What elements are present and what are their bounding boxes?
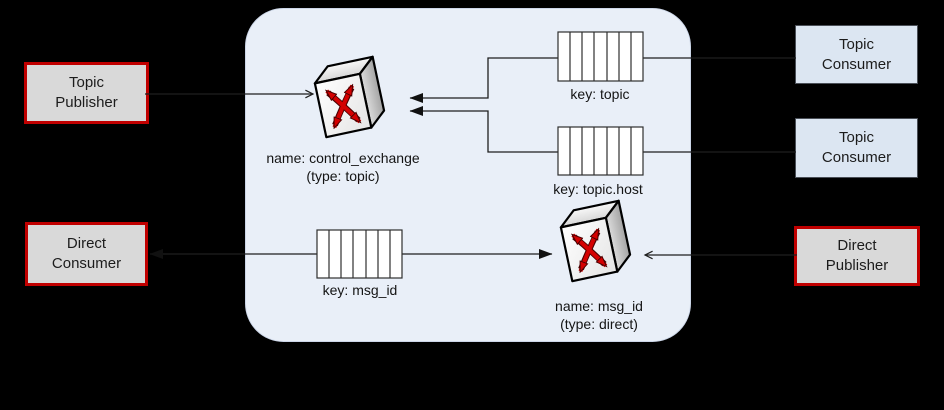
- direct-publisher-label-line2: Publisher: [825, 257, 889, 274]
- queue-topic-host-label: key: topic.host: [553, 181, 643, 197]
- direct-consumer-label-line2: Consumer: [51, 255, 122, 272]
- direct-consumer-box: Direct Consumer: [25, 222, 148, 286]
- topic-consumer-1-label-line2: Consumer: [821, 55, 892, 73]
- msg-id-exchange-name-label: name: msg_id: [555, 298, 643, 314]
- topic-consumer-1-label-line1: Topic: [838, 35, 875, 53]
- topic-publisher-box: Topic Publisher: [24, 62, 149, 124]
- edge-queuetopichost-to-controlexchange: [409, 106, 558, 153]
- control-exchange-label: name: control_exchange (type: topic): [243, 149, 443, 185]
- queue-topic-label: key: topic: [570, 86, 630, 102]
- queue-msg-id-icon: [316, 229, 403, 279]
- topic-publisher-label-line2: Publisher: [55, 94, 118, 111]
- direct-publisher-label-line1: Direct: [837, 237, 877, 254]
- topic-consumer-2-label-line1: Topic: [838, 129, 875, 146]
- queue-topic-host-icon: [557, 126, 644, 176]
- direct-publisher-box: Direct Publisher: [794, 226, 920, 286]
- topic-consumer-box-1: Topic Consumer: [795, 25, 918, 84]
- control-exchange-name-label: name: control_exchange: [266, 150, 420, 166]
- queue-topic-icon: [557, 31, 644, 82]
- msg-id-exchange-label: name: msg_id (type: direct): [499, 297, 699, 333]
- direct-consumer-label-line1: Direct: [66, 235, 107, 252]
- topic-consumer-2-label-line2: Consumer: [821, 149, 892, 166]
- control-exchange-type-label: (type: topic): [306, 168, 380, 184]
- msg-id-exchange-type-label: (type: direct): [560, 316, 638, 332]
- queue-msg-id-label: key: msg_id: [322, 282, 398, 298]
- topic-consumer-box-2: Topic Consumer: [795, 118, 918, 178]
- topic-publisher-label-line1: Topic: [68, 74, 105, 91]
- msg-id-exchange-switch-icon: [559, 199, 632, 283]
- control-exchange-switch-icon: [313, 55, 386, 139]
